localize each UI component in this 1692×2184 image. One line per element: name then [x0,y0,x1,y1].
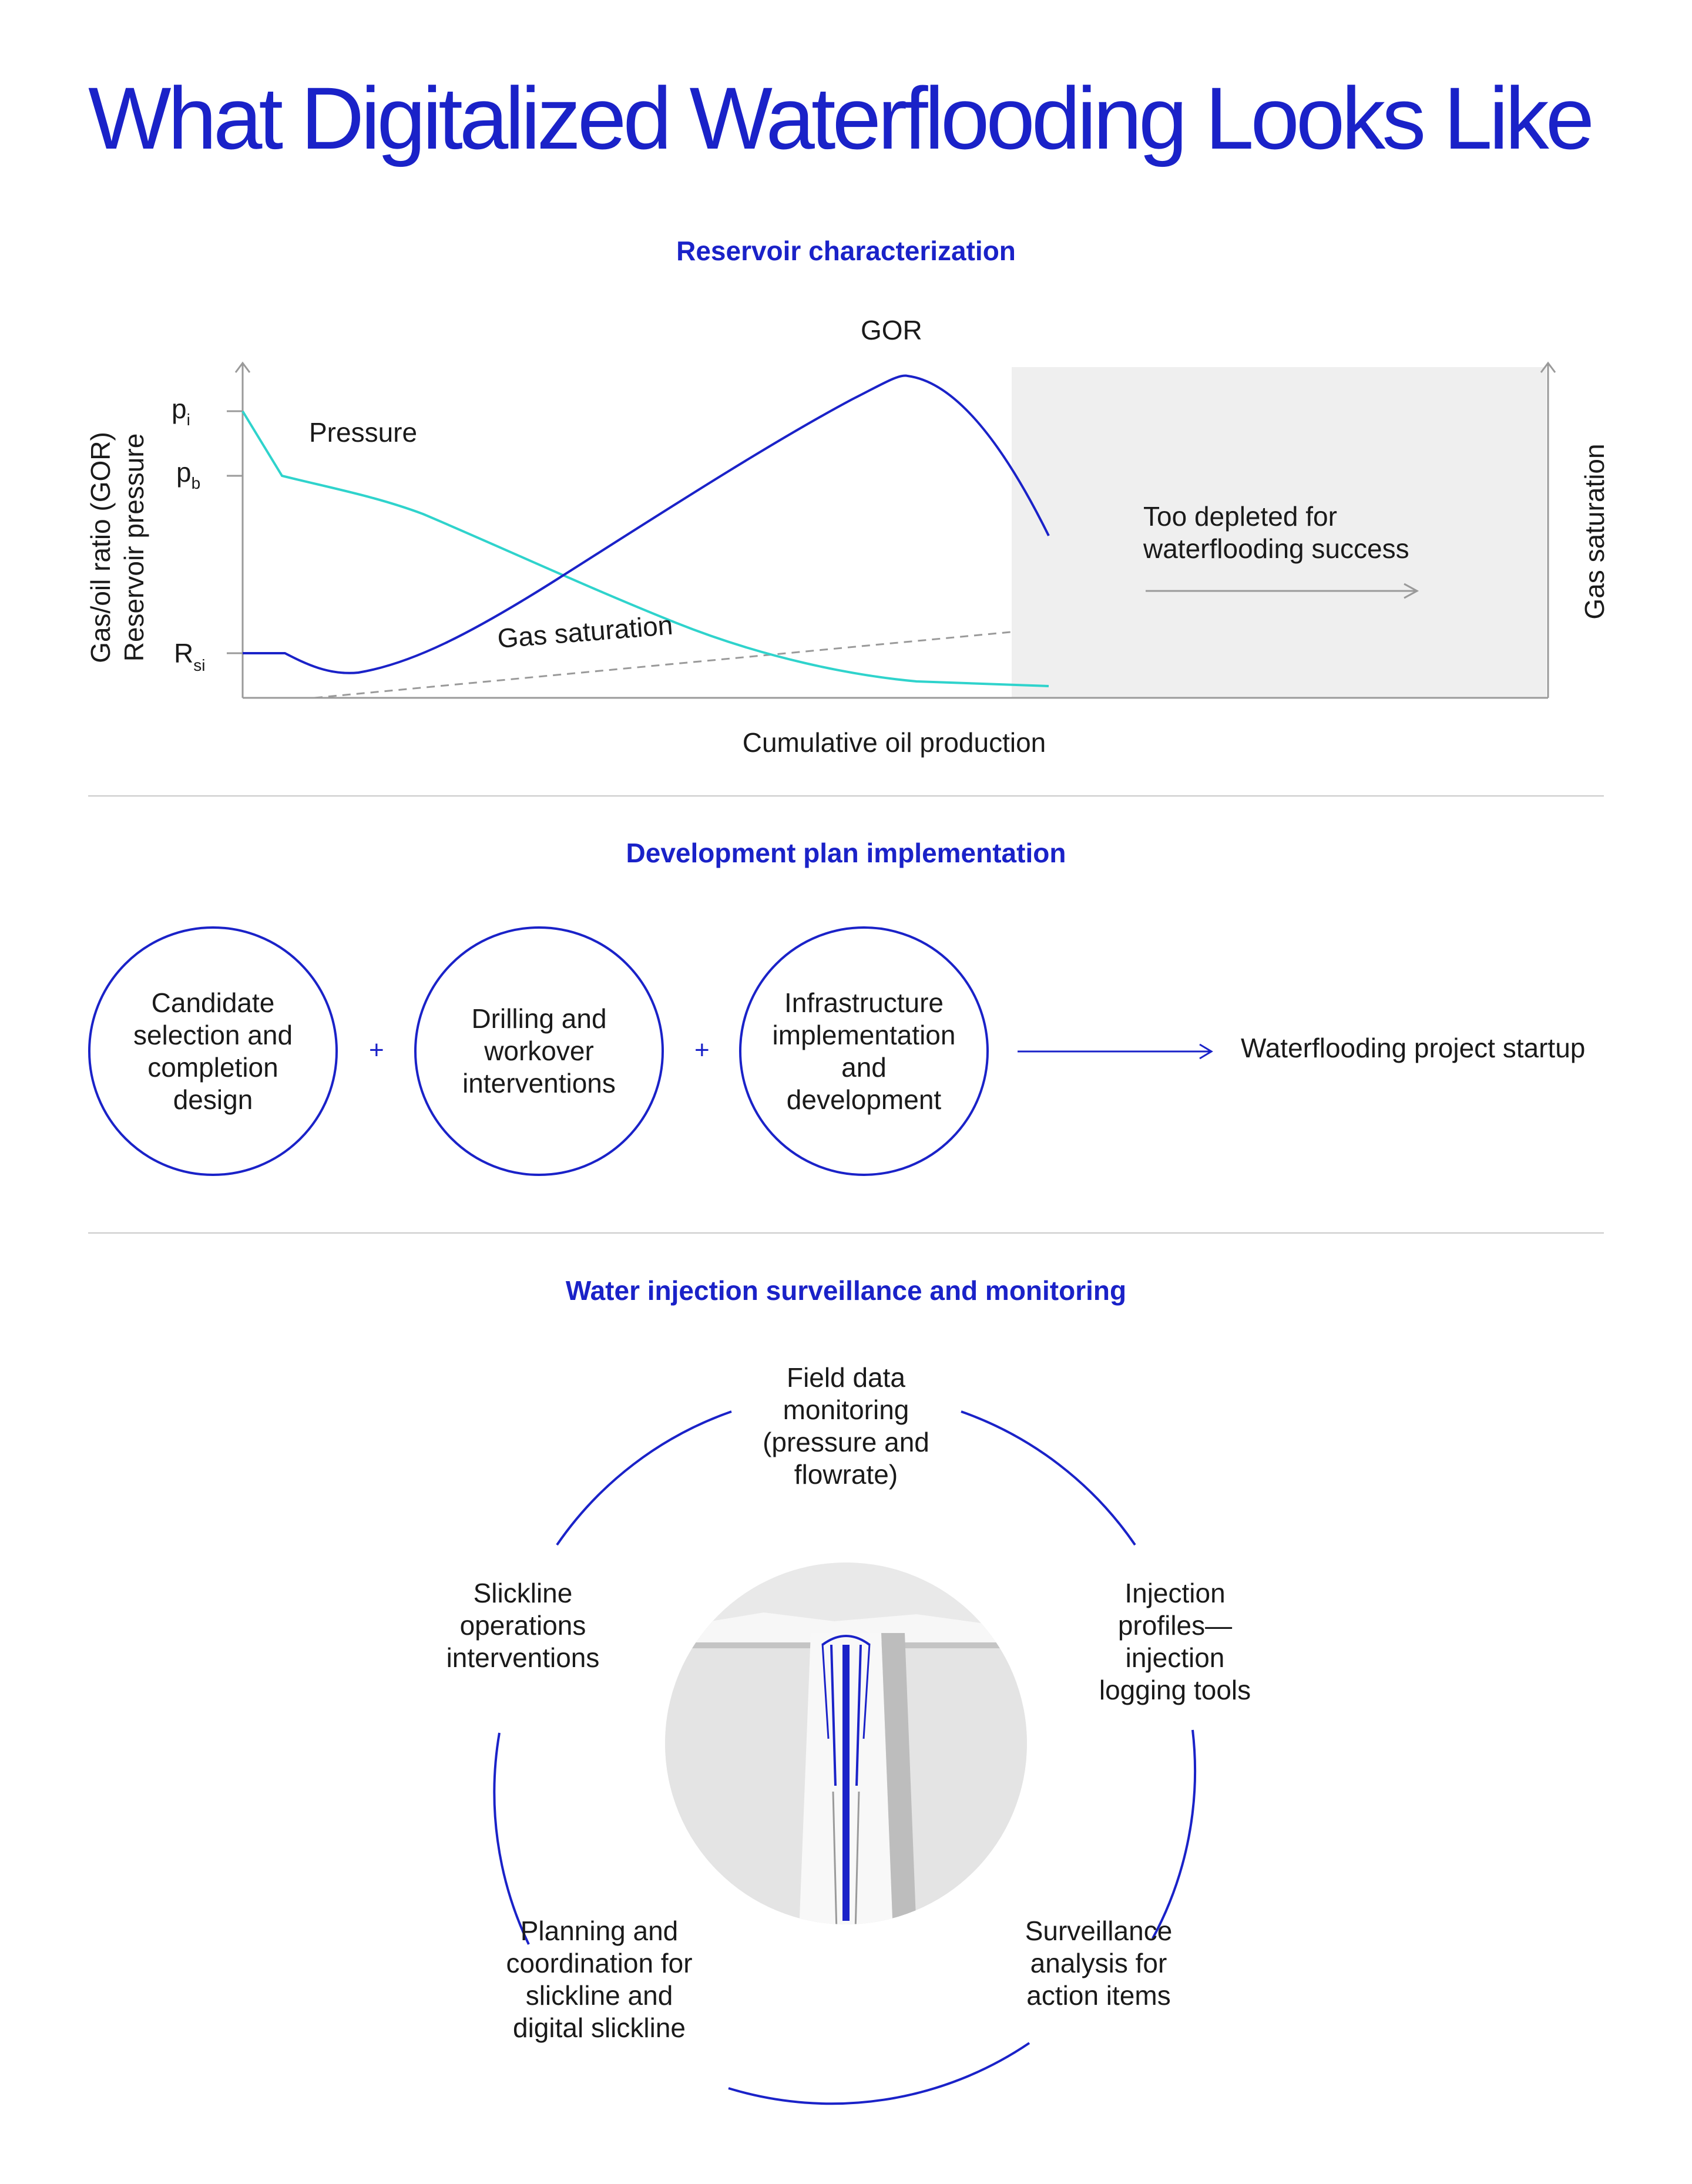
depleted-note-line2: waterflooding success [1143,533,1409,564]
cycle-item-surveillance-analysis: Surveillance analysis for action items [1025,1916,1173,2011]
right-axis-label-gas-saturation: Gas saturation [1579,443,1610,619]
tick-label-pi: pi [172,394,190,429]
cycle-item-field-data: Field data monitoring (pressure and flow… [763,1362,929,1490]
y-axis-label-pressure: Reservoir pressure [119,434,149,662]
step-label: Infrastructure implementation and develo… [772,987,956,1115]
cycle-arc [728,2042,1030,2105]
section-heading-development: Development plan implementation [626,838,1066,868]
depleted-region [1012,367,1546,698]
cycle-arc [493,1732,530,1945]
step-drilling-workover: Drilling and workover interventions [414,926,664,1176]
gor-curve-label: GOR [861,315,922,345]
result-label: Waterflooding project startup [1241,1033,1586,1063]
plus-sign: + [369,1036,384,1064]
section-heading-reservoir: Reservoir characterization [676,236,1016,266]
cycle-item-slickline-operations: Slickline operations interventions [446,1578,600,1673]
plus-sign: + [694,1036,710,1064]
section-heading-surveillance: Water injection surveillance and monitor… [565,1275,1127,1306]
gor-curve [243,374,1050,674]
page-title: What Digitalized Waterflooding Looks Lik… [88,69,1594,167]
divider-1 [88,795,1604,797]
surveillance-cycle [493,1410,1197,2105]
cycle-item-injection-profiles: Injection profiles— injection logging to… [1099,1578,1251,1705]
cycle-item-planning: Planning and coordination for slickline … [506,1916,693,2043]
x-axis-label: Cumulative oil production [743,727,1046,758]
cycle-arc [961,1410,1136,1546]
arrow-right-icon [1018,1043,1213,1060]
y-axis-label-gor: Gas/oil ratio (GOR) [85,432,116,663]
tick-label-rsi: Rsi [174,638,205,674]
wellbore-illustration [665,1563,1027,1924]
step-label: Candidate selection and completion desig… [133,987,293,1115]
step-candidate-selection: Candidate selection and completion desig… [88,926,338,1176]
left-axis-arrow-icon [234,361,251,373]
depleted-note-line1: Too depleted for [1143,501,1337,532]
divider-2 [88,1232,1604,1234]
arrow-right-icon [1404,583,1419,599]
pressure-curve [241,410,1049,687]
cycle-arc [1152,1729,1197,1939]
gas-saturation-curve [314,631,1011,699]
cycle-arc [556,1410,732,1546]
tick-label-pb: pb [176,457,200,492]
gas-saturation-curve-label: Gas saturation [496,610,674,654]
right-axis-arrow-icon [1540,361,1556,373]
pressure-curve-label: Pressure [309,417,417,448]
reservoir-chart: Gas/oil ratio (GOR) Reservoir pressure G… [85,315,1610,758]
step-infrastructure: Infrastructure implementation and develo… [739,926,989,1176]
step-label: Drilling and workover interventions [462,1003,616,1098]
